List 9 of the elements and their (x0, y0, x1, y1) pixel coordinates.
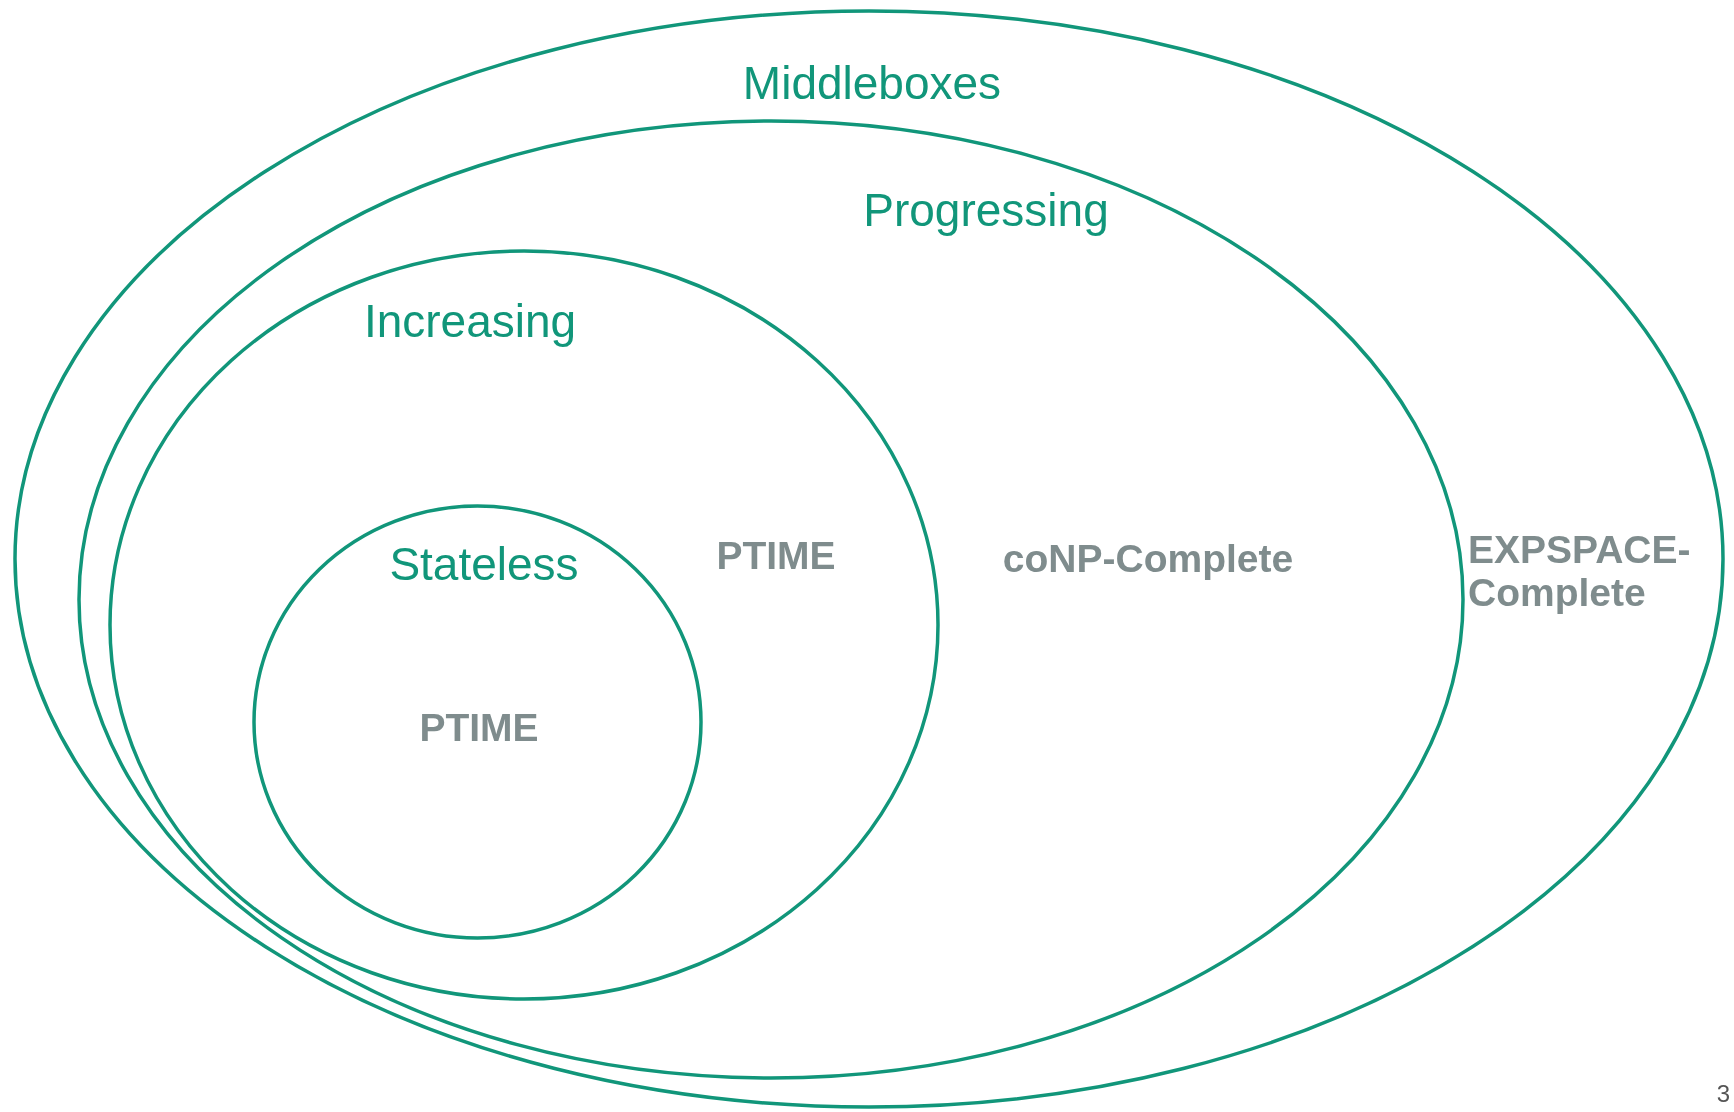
complexity-label: PTIME (716, 534, 836, 578)
complexity-label: coNP-Complete (1002, 537, 1294, 581)
set-label: Progressing (863, 184, 1109, 236)
set-label: Middleboxes (742, 57, 1002, 109)
set-label: Increasing (363, 295, 577, 347)
complexity-label: EXPSPACE-Complete (1468, 529, 1692, 615)
complexity-label: PTIME (419, 706, 539, 750)
page-number: 3 (1716, 1080, 1730, 1108)
set-label: Stateless (389, 538, 579, 590)
